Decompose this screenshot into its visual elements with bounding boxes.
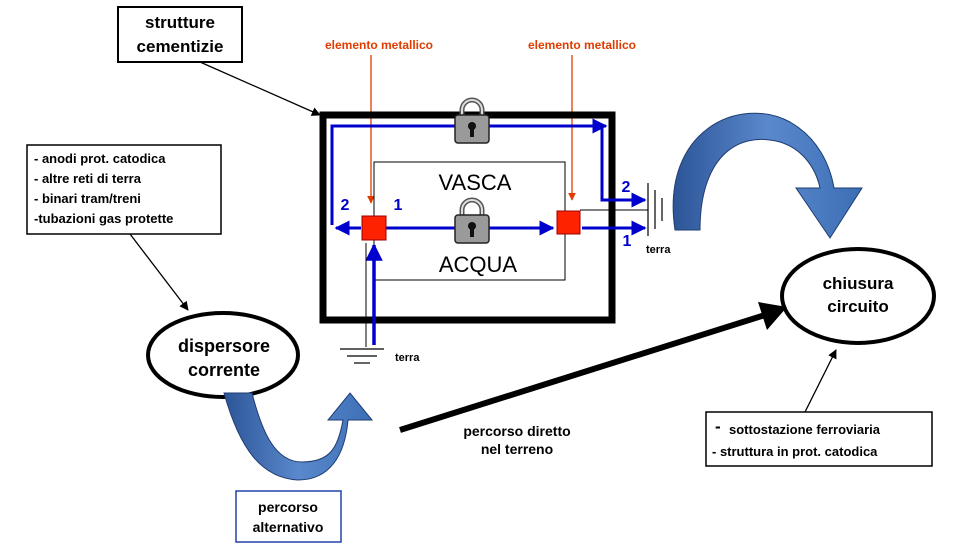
current-sources-box: - anodi prot. catodica - altre reti di t… <box>26 144 222 235</box>
direct-path-arrow-line <box>399 312 766 433</box>
path-number-1-right: 1 <box>623 233 632 250</box>
sink-item-2: - struttura in prot. catodica <box>712 444 878 459</box>
sources-pointer-arrow <box>129 233 189 311</box>
tank-label-acqua: ACQUA <box>439 252 518 277</box>
curved-arrow-alternative <box>223 392 374 481</box>
ground-icon <box>647 183 663 236</box>
metal-element-label-left: elemento metallico <box>325 38 433 52</box>
strutture-label-line1: strutture <box>145 13 215 32</box>
ground-icon <box>340 348 384 364</box>
sink-item-dash: - <box>715 417 721 436</box>
current-disperser-ellipse <box>146 311 300 399</box>
direct-path-label-line1: percorso diretto <box>463 423 570 439</box>
sink-item-1: sottostazione ferroviaria <box>729 422 881 437</box>
sink-sources-box: - sottostazione ferroviaria - struttura … <box>705 411 933 467</box>
current-disperser-label-line2: corrente <box>188 360 260 380</box>
metal-element-label-right: elemento metallico <box>528 38 636 52</box>
path-number-1-left: 1 <box>394 197 403 214</box>
circuit-closure-label-line1: chiusura <box>823 274 894 293</box>
strutture-label-line2: cementizie <box>137 37 224 56</box>
curved-arrow-right <box>672 112 863 239</box>
source-item-3: - binari tram/treni <box>34 191 141 206</box>
metal-element-right <box>556 210 581 235</box>
ground-label-right: terra <box>646 244 671 256</box>
circuit-closure-ellipse <box>780 247 936 345</box>
direct-path-arrow-head <box>758 302 787 330</box>
source-item-4: -tubazioni gas protette <box>34 211 173 226</box>
tank-label-vasca: VASCA <box>439 170 512 195</box>
circuit-closure-label-line2: circuito <box>827 297 888 316</box>
ground-label-bottom: terra <box>395 352 420 364</box>
alternative-path-label-line1: percorso <box>258 499 318 515</box>
alternative-path-box: percorso alternativo <box>235 490 342 543</box>
path-number-2-right: 2 <box>622 179 631 196</box>
metal-element-left <box>361 215 387 241</box>
sink-pointer-arrow <box>804 349 837 413</box>
lock-icon <box>454 97 490 144</box>
strutture-cementizie-box: strutture cementizie <box>117 6 243 63</box>
path-number-2-left: 2 <box>341 197 350 214</box>
source-item-2: - altre reti di terra <box>34 171 142 186</box>
lock-icon <box>454 197 490 244</box>
strutture-pointer-arrow <box>199 61 321 116</box>
source-item-1: - anodi prot. catodica <box>34 151 166 166</box>
alternative-path-label-line2: alternativo <box>253 519 324 535</box>
current-disperser-label-line1: dispersore <box>178 336 270 356</box>
direct-path-label-line2: nel terreno <box>481 441 553 457</box>
